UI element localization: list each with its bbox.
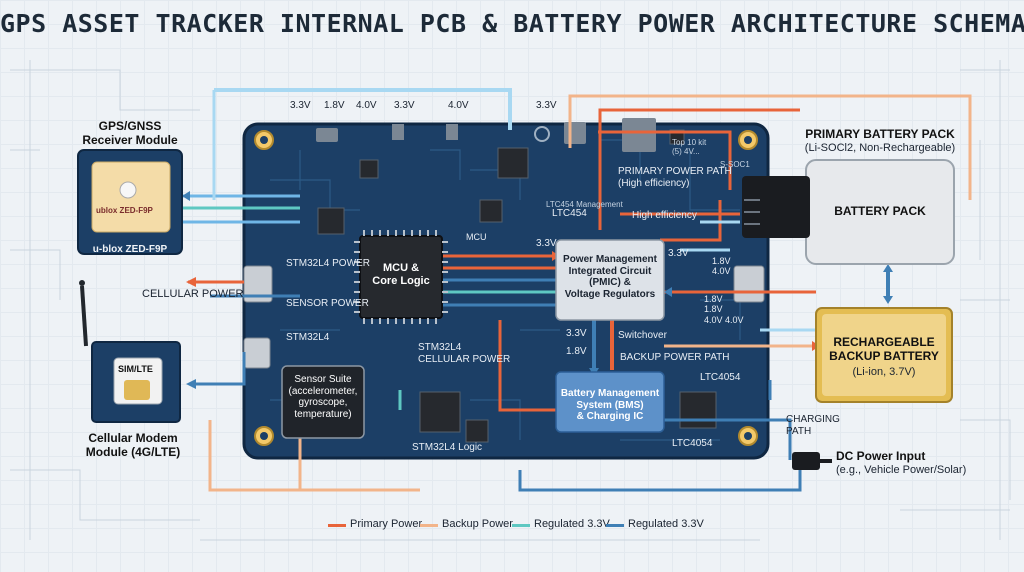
legend-label-regulated-blue: Regulated 3.3V [628, 518, 704, 530]
top-voltage-6: 3.3V [536, 100, 557, 111]
power-lines [182, 88, 972, 492]
stm-cellular-label: STM32L4 CELLULAR POWER [418, 342, 511, 365]
mcu-label: MCU & Core Logic [372, 262, 430, 287]
right-voltage-stack-2: 1.8V 1.8V 4.0V 4.0V [704, 294, 744, 325]
dc-plug [792, 452, 820, 470]
top-right-label: Top 10 kit (5) 4V... [672, 138, 707, 157]
top-voltage-4: 3.3V [394, 100, 415, 111]
pmic-input-voltage: 3.3V [536, 238, 557, 249]
cellular-module-title: Cellular Modem Module (4G/LTE) [85, 431, 181, 459]
gps-model-label: u-blox ZED-F9P [92, 244, 168, 255]
sensor-box [281, 365, 365, 439]
background-traces [10, 60, 1011, 541]
backup-battery-label: RECHARGEABLE BACKUP BATTERY [829, 335, 939, 363]
ltc454-top-label: LTC454 Management [546, 200, 623, 209]
stm-power-label: STM32L4 POWER [286, 258, 370, 269]
ltc454-label: LTC454 [552, 208, 587, 219]
ltc4054-b-label: LTC4054 [672, 438, 713, 449]
legend-label-regulated-teal: Regulated 3.3V [534, 518, 610, 530]
legend-swatch-backup [420, 524, 438, 527]
gps-module-title: GPS/GNSS Receiver Module [82, 119, 178, 147]
stm-label: STM32L4 [286, 332, 330, 343]
charging-path-label: CHARGING PATH [786, 414, 840, 437]
mcu-chip [359, 235, 443, 319]
stm-logic-label: STM32L4 Logic [412, 442, 483, 453]
backup-battery-sub: (Li-ion, 3.7V) [852, 366, 916, 378]
sim-label: SIM/LTE [118, 364, 153, 374]
legend-swatch-primary [328, 524, 346, 527]
small-chips [317, 129, 717, 443]
backup-path-label: BACKUP POWER PATH [620, 352, 730, 363]
legend-swatch-regulated-teal [512, 524, 530, 527]
diagram-title: GPS ASSET TRACKER INTERNAL PCB & BATTERY… [0, 9, 1024, 38]
legend-swatch-regulated-blue [606, 524, 624, 527]
sensor-power-label: SENSOR POWER [286, 298, 369, 309]
dc-input-title: DC Power Input [836, 449, 926, 463]
ltc4054-a-label: LTC4054 [700, 372, 741, 383]
bms-voltage-33: 3.3V [566, 328, 587, 339]
primary-battery-label: BATTERY PACK [834, 204, 926, 218]
pmic-box [555, 239, 665, 321]
top-voltage-3: 4.0V [356, 100, 377, 111]
legend-label-backup: Backup Power [442, 518, 513, 530]
primary-path-label: PRIMARY POWER PATH (High efficiency) [618, 166, 732, 189]
top-voltage-2: 1.8V [324, 100, 345, 111]
switchover-label: Switchover [618, 330, 667, 341]
legend-label-primary: Primary Power [350, 518, 423, 530]
mcu-pins [354, 230, 448, 324]
top-voltage-5: 4.0V [448, 100, 469, 111]
primary-battery-subtitle: (Li-SOCl2, Non-Rechargeable) [804, 142, 956, 154]
dc-input-sub: (e.g., Vehicle Power/Solar) [836, 464, 967, 476]
pmic-output-voltage: 3.3V [668, 248, 689, 259]
right-voltage-stack: 1.8V 4.0V [712, 256, 731, 277]
gps-chip-brand: ublox ZED-F9P [96, 206, 153, 215]
sensor-label: Sensor Suite (accelerometer, gyroscope, … [288, 374, 358, 420]
battery-connector [742, 176, 810, 238]
bms-voltage-18: 1.8V [566, 346, 587, 357]
primary-battery-title: PRIMARY BATTERY PACK [805, 127, 955, 141]
bms-label: Battery Management System (BMS) & Chargi… [560, 388, 660, 422]
cellular-power-label: CELLULAR POWER [142, 288, 244, 300]
high-efficiency-label: High efficiency [632, 210, 697, 221]
pmic-label: Power Management Integrated Circuit (PMI… [563, 254, 657, 300]
spoc-label: S-SOC1 [720, 160, 750, 169]
bms-box [555, 371, 665, 433]
mcu-small-label: MCU [466, 232, 487, 242]
top-voltage-1: 3.3V [290, 100, 311, 111]
